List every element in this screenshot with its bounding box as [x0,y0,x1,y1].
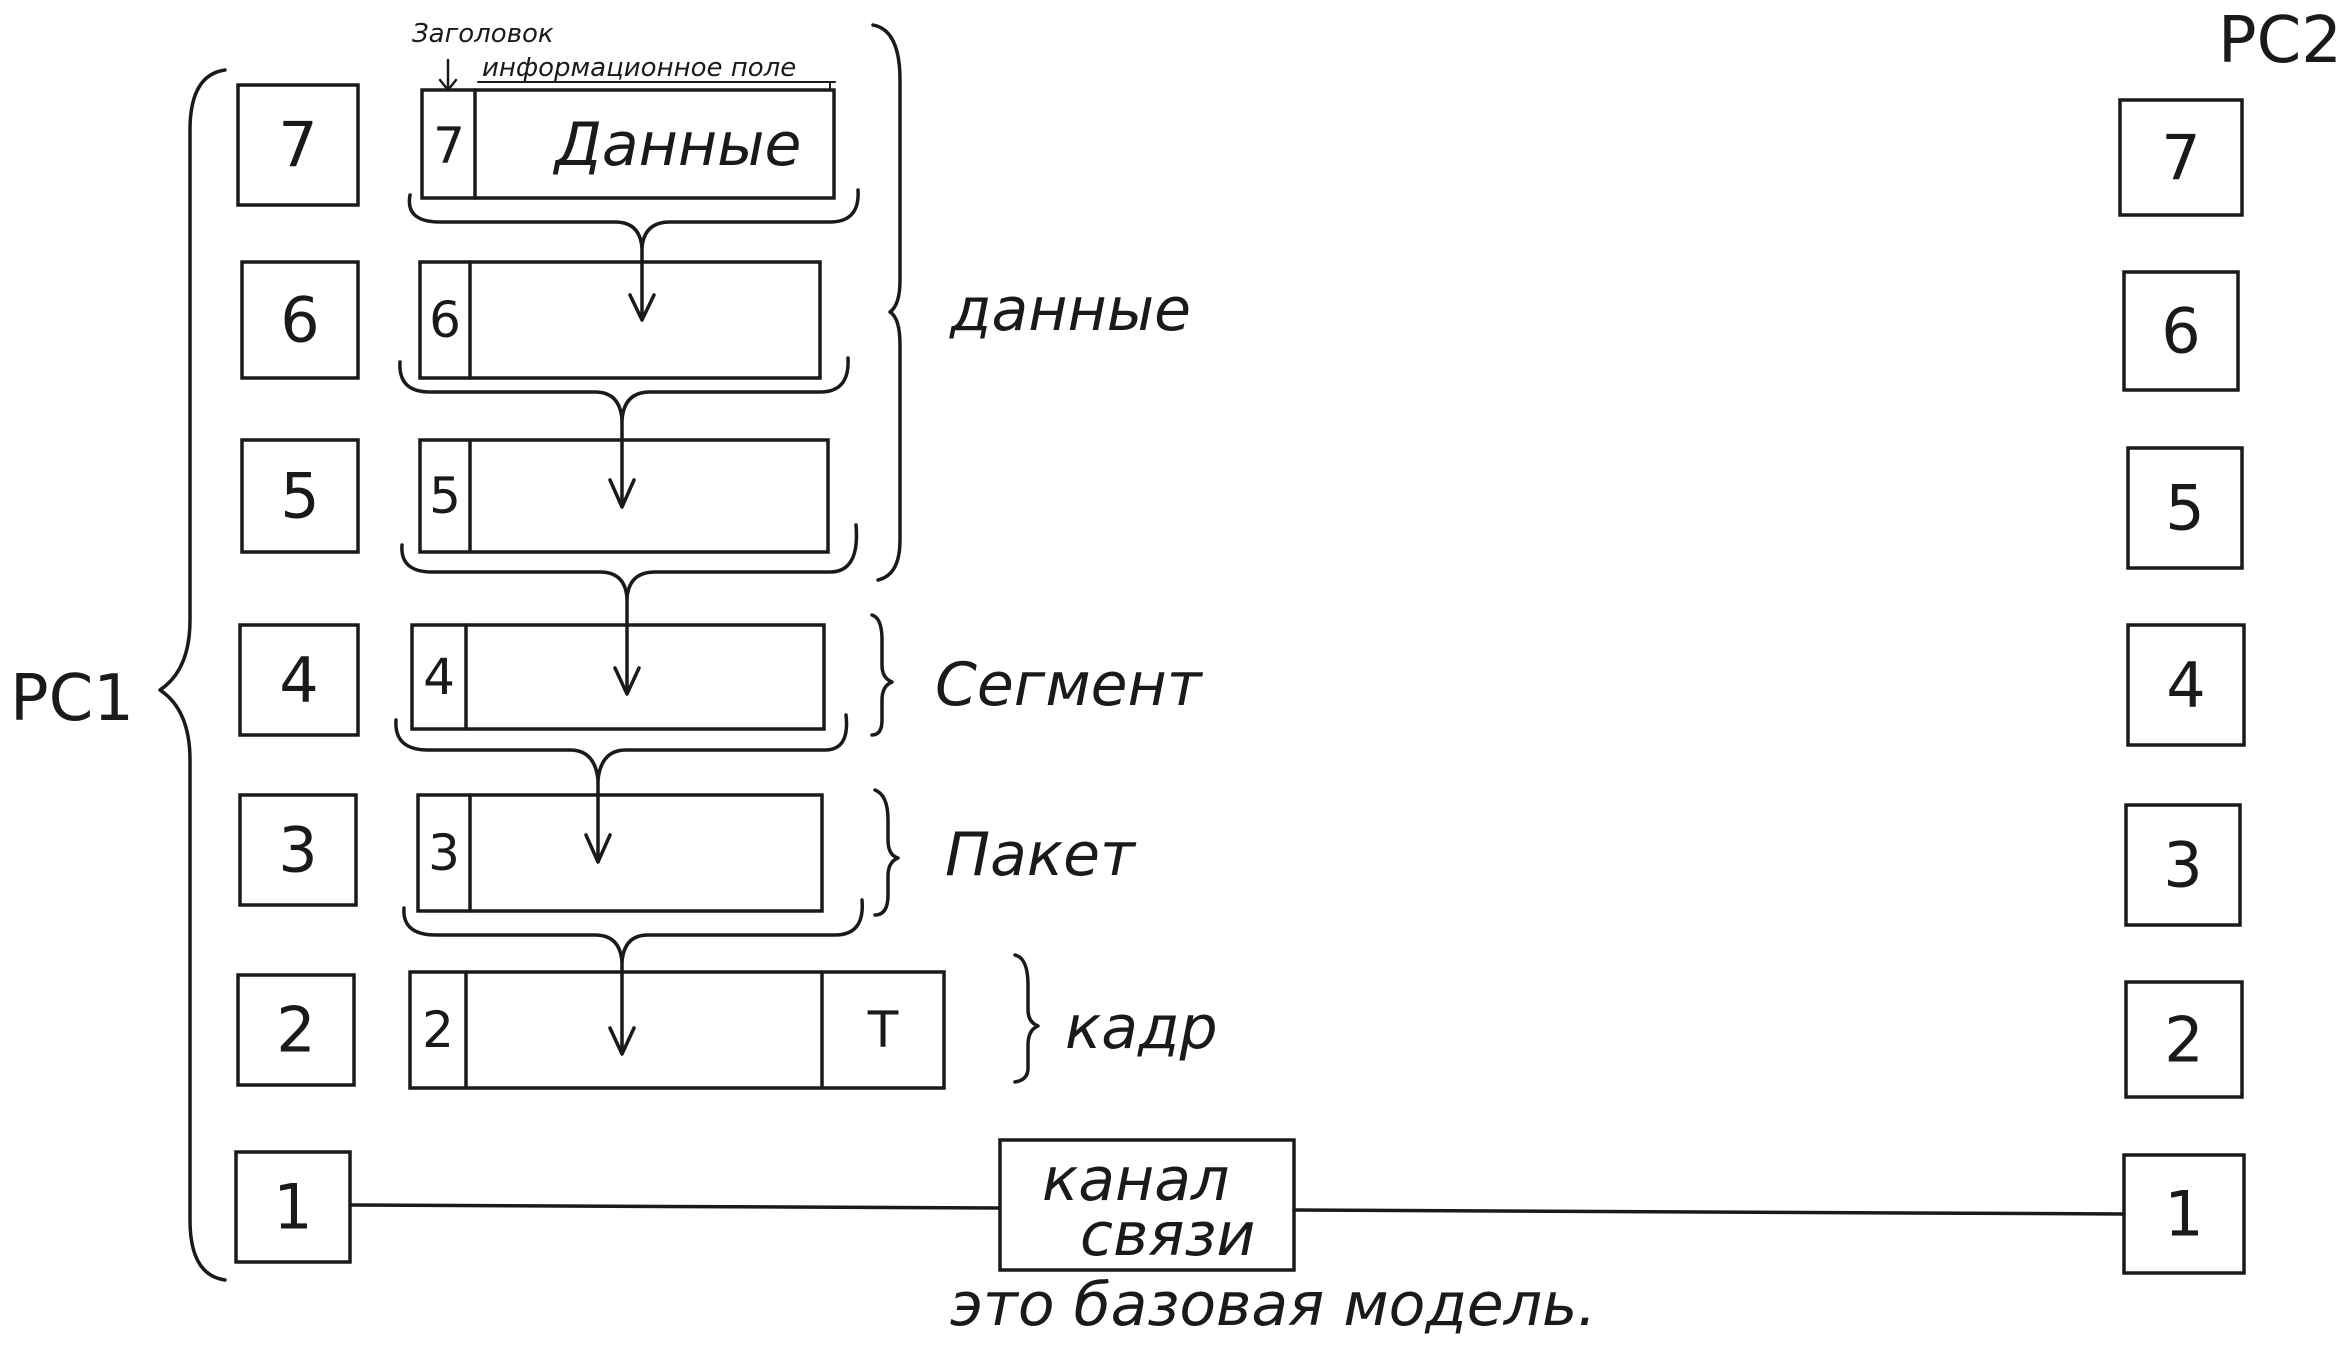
pc2-layer-box [2124,980,2244,1099]
channel-label-line2: связи [1080,1200,1255,1270]
pdu-header-number: 6 [429,291,461,349]
pc1-layer-number: 6 [280,284,319,357]
pdu-header-number: 2 [422,1001,454,1059]
segment-brace [870,613,894,737]
frame-brace [1013,953,1040,1084]
pc2-layer-number: 1 [2164,1178,2203,1251]
pc1-layer-box [240,438,360,554]
pdu-body [420,88,836,200]
data-pdu-brace [871,23,902,582]
pdu-layer-6: 6 [418,260,822,380]
pc2-layer-stack: 7 6 5 4 3 2 1 [2118,98,2246,1275]
encapsulation-arrow [584,778,612,864]
link-pc1-to-channel [348,1203,1002,1210]
pdu-label-packet: Пакет [945,820,1137,890]
channel-label-line1: канал [1042,1145,1229,1215]
pdu-body [408,970,946,1090]
caption: это базовая модель. [950,1270,1597,1340]
pdu-body [418,438,830,554]
pdu-header-number: 7 [433,117,465,175]
pc1-layer-number: 4 [279,644,318,717]
pdu-label-frame: кадр [1065,993,1218,1063]
pc2-layer-box [2124,803,2242,927]
pc2-layer-box [2122,270,2240,392]
pdu-data-text: Данные [552,110,801,180]
header-annotation: Заголовок [412,19,554,49]
header-pointer-arrow [438,58,458,92]
pc1-layer-number: 5 [280,460,319,533]
encapsulation-arrows [394,188,864,1056]
pdu-layer-7: 7 Данные [420,88,836,200]
pc1-brace [158,68,227,1282]
pc2-layer-number: 4 [2166,649,2205,722]
pdu-trailer-label: T [867,1001,899,1059]
encapsulation-arrow [608,418,636,509]
pc1-layer-number: 2 [276,994,315,1067]
pc1-label: PC1 [10,662,134,736]
pc1-layer-box [236,83,360,207]
pdu-header-number: 4 [423,648,455,706]
pdu-layer-3: 3 [416,793,824,913]
encapsulation-arrow [608,960,636,1056]
pdu-body [418,260,822,380]
pc2-layer-box [2122,1153,2246,1275]
pc1-layer-stack: 7 6 5 4 3 2 1 [234,83,360,1264]
pdu-body [416,793,824,913]
pc1-layer-number: 3 [278,814,317,887]
pc1-layer-box [240,260,360,380]
pc2-layer-box [2126,446,2244,570]
pc2-layer-box [2126,623,2246,747]
pc2-label: PC2 [2218,4,2338,78]
pdu-label-data: данные [949,275,1191,345]
pc2-layer-box [2118,98,2244,217]
pc2-layer-number: 6 [2161,295,2200,368]
pc1-layer-number: 1 [273,1171,312,1244]
pdu-header-number: 5 [429,467,461,525]
pc1-layer-box [238,623,360,737]
packet-brace [873,788,900,917]
channel-box [998,1138,1296,1272]
encapsulation-arrow [628,246,656,322]
pc2-layer-number: 5 [2165,472,2204,545]
info-field-annotation: информационное поле [482,53,796,83]
pdu-layer-5: 5 [418,438,830,554]
pdu-label-segment: Сегмент [935,650,1204,720]
pc1-layer-box [238,793,358,907]
pc1-layer-box [234,1150,352,1264]
pc1-layer-number: 7 [278,109,317,182]
pdu-layer-2: 2 T [408,970,946,1090]
link-channel-to-pc2 [1292,1208,2126,1216]
pc1-layer-box [236,973,356,1087]
encapsulation-arrow [613,596,641,696]
pc2-layer-number: 7 [2161,122,2200,195]
pc2-layer-number: 2 [2164,1004,2203,1077]
pc2-layer-number: 3 [2163,829,2202,902]
pdu-header-number: 3 [428,824,460,882]
